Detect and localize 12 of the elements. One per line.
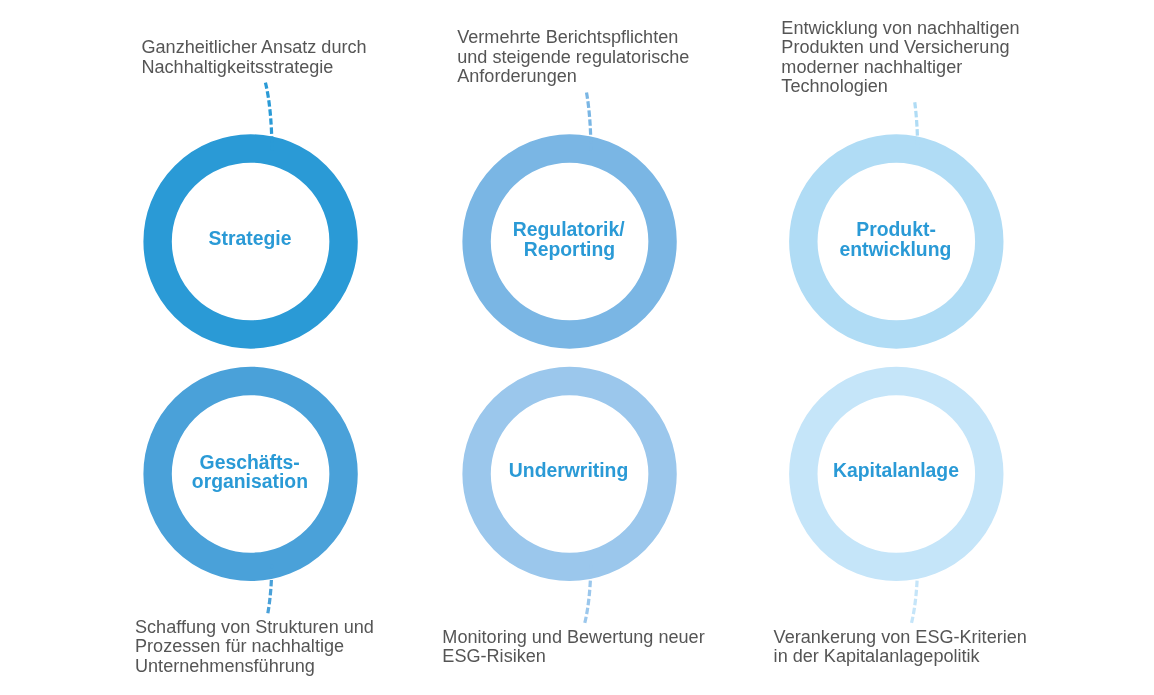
node-circle: Geschäfts- organisation [143,366,358,581]
node-circle: Produkt- entwicklung [789,133,1004,349]
node-text: Vermehrte Berichtspflichten und steigende regulatorische Anforderungen [457,26,690,86]
node-circle: Underwriting [462,366,677,581]
node-circle: Regulatorik/ Reporting [462,133,677,349]
node-circle: Strategie [143,133,358,349]
node-text: Monitoring und Bewertung neuer ESG-Risiken [442,626,705,666]
node-text: Verankerung von ESG-Kriterien in der Kapitalanlagepolitik [773,626,1027,666]
node-circle: Kapitalanlage [789,366,1004,581]
node-text: Schaffung von Strukturen und Prozessen für nachhaltige Unternehmensführung [135,616,374,676]
node-text: Ganzheitlicher Ansatz durch Nachhaltigkeitsstrategie [141,36,367,77]
node-text: Entwicklung von nachhaltigen Produkten und Versicherung moderner nachhaltiger Technologien [781,17,1020,96]
